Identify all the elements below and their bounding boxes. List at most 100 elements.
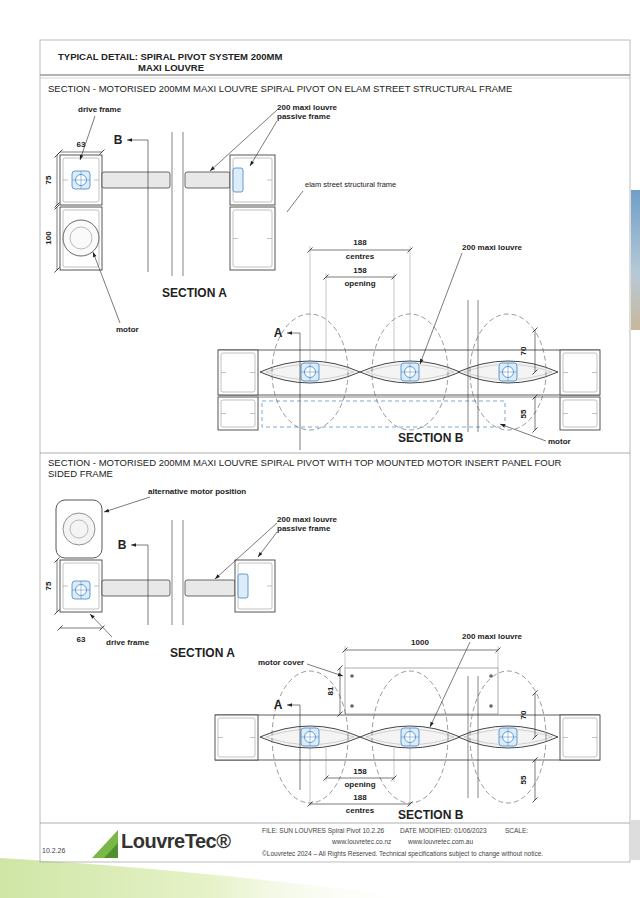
profile-web — [94, 180, 99, 181]
dimension-line — [326, 778, 394, 779]
dimension-value: 63 — [77, 140, 86, 149]
arrow-head — [258, 552, 262, 557]
profile-web — [221, 372, 226, 373]
rotation-sweep — [470, 314, 546, 430]
cover-screw — [489, 674, 493, 678]
arrow-head — [80, 155, 83, 160]
dimension-value: 63 — [77, 635, 86, 644]
section-marker: A — [274, 699, 283, 711]
motor-unit — [72, 171, 90, 189]
arrow-head — [90, 614, 95, 619]
dimension-tick — [533, 758, 538, 763]
dimension-line — [535, 397, 536, 430]
louvre-blade — [360, 361, 460, 383]
profile-web — [94, 586, 99, 587]
louvre-rod — [185, 172, 230, 188]
footer-text: ©Louvretec 2024 – All Rights Reserved. T… — [262, 850, 543, 857]
extension-line — [394, 273, 395, 362]
footer-swoosh — [0, 858, 420, 898]
pivot-bracket — [233, 168, 243, 192]
dimension-value: 188 — [353, 238, 366, 247]
section-cut-line — [300, 705, 301, 790]
arrow-head — [287, 331, 292, 335]
logo-text: LouvreTec® — [121, 831, 230, 851]
dimension-value: 75 — [44, 582, 53, 591]
section-cut-line — [300, 333, 301, 450]
louvre-blade — [260, 726, 360, 748]
section-marker: A — [274, 327, 283, 339]
callout-label: elam street structural frame — [305, 181, 396, 190]
frame-profile — [218, 350, 258, 395]
dimension-line — [535, 693, 536, 737]
break-line — [172, 520, 173, 625]
cover-screw — [350, 704, 354, 708]
rotation-sweep — [470, 671, 546, 803]
footer-rule — [40, 823, 630, 824]
arrow-head — [287, 703, 292, 707]
arrow-head — [338, 673, 343, 676]
leader-line — [430, 642, 470, 727]
break-line — [478, 676, 479, 798]
profile-web — [233, 238, 238, 239]
frame-line — [215, 760, 600, 761]
frame-profile — [560, 715, 600, 760]
frame-profile — [218, 397, 258, 430]
motor-unit — [72, 581, 90, 599]
dimension-tick — [533, 735, 538, 740]
leader-line — [250, 121, 277, 166]
dimension-line — [310, 804, 410, 805]
drawing-title: TYPICAL DETAIL: SPIRAL PIVOT SYSTEM 200M… — [58, 52, 288, 74]
frame-profile-inner — [63, 158, 99, 202]
frame-profile-inner — [238, 563, 272, 609]
footer-text: www.louvretec.co.nz — [332, 838, 391, 845]
profile-web — [221, 413, 226, 414]
arrow-head — [420, 359, 423, 364]
dimension-tick — [55, 205, 60, 210]
motor-unit — [499, 363, 517, 381]
leader-line — [104, 497, 150, 512]
frame-profile-inner — [563, 353, 597, 392]
leader-line — [93, 252, 120, 323]
dimension-value: 158 — [353, 266, 366, 275]
arrow-head — [210, 166, 215, 171]
section-title: SECTION A — [170, 647, 235, 659]
arrow-head — [127, 138, 132, 142]
arrow-head — [250, 161, 254, 166]
frame-line — [258, 397, 560, 398]
frame-profile-inner — [63, 563, 99, 609]
dimension-tick — [55, 153, 60, 158]
frame-profile — [230, 155, 275, 205]
logo-mark — [104, 843, 118, 858]
profile-web — [267, 238, 272, 239]
footer-text: www.louvretec.com.au — [408, 838, 473, 845]
dimension-tick — [55, 268, 60, 273]
louvre-rod — [102, 580, 170, 596]
section-divider — [40, 453, 630, 454]
break-line — [172, 132, 173, 276]
callout-label: drive frame — [106, 638, 149, 647]
dimension-tick — [533, 691, 538, 696]
dimension-label: opening — [344, 780, 375, 789]
callout-label: 200 maxi louvre passive frame — [277, 103, 355, 121]
dimension-line — [60, 152, 102, 153]
section-title: SECTION B — [398, 432, 463, 444]
leader-line — [307, 664, 343, 676]
dimension-tick — [58, 626, 63, 631]
dimension-value: 100 — [44, 231, 53, 244]
motor-cover-profile — [56, 500, 102, 558]
profile-web — [63, 180, 68, 181]
dimension-tick — [533, 798, 538, 803]
profile-web — [267, 180, 272, 181]
dimension-line — [57, 207, 58, 270]
louvre-blade — [260, 361, 360, 383]
profile-web — [592, 413, 597, 414]
dimension-line — [326, 277, 394, 278]
page-number: 10.2.26 — [42, 847, 65, 855]
arrow-head — [500, 424, 505, 427]
frame-profile-inner — [63, 210, 99, 267]
dimension-line — [57, 155, 58, 205]
side-strip — [631, 190, 640, 330]
dimension-tick — [533, 328, 538, 333]
frame-profile — [560, 397, 600, 430]
drawing-details — [40, 40, 630, 862]
